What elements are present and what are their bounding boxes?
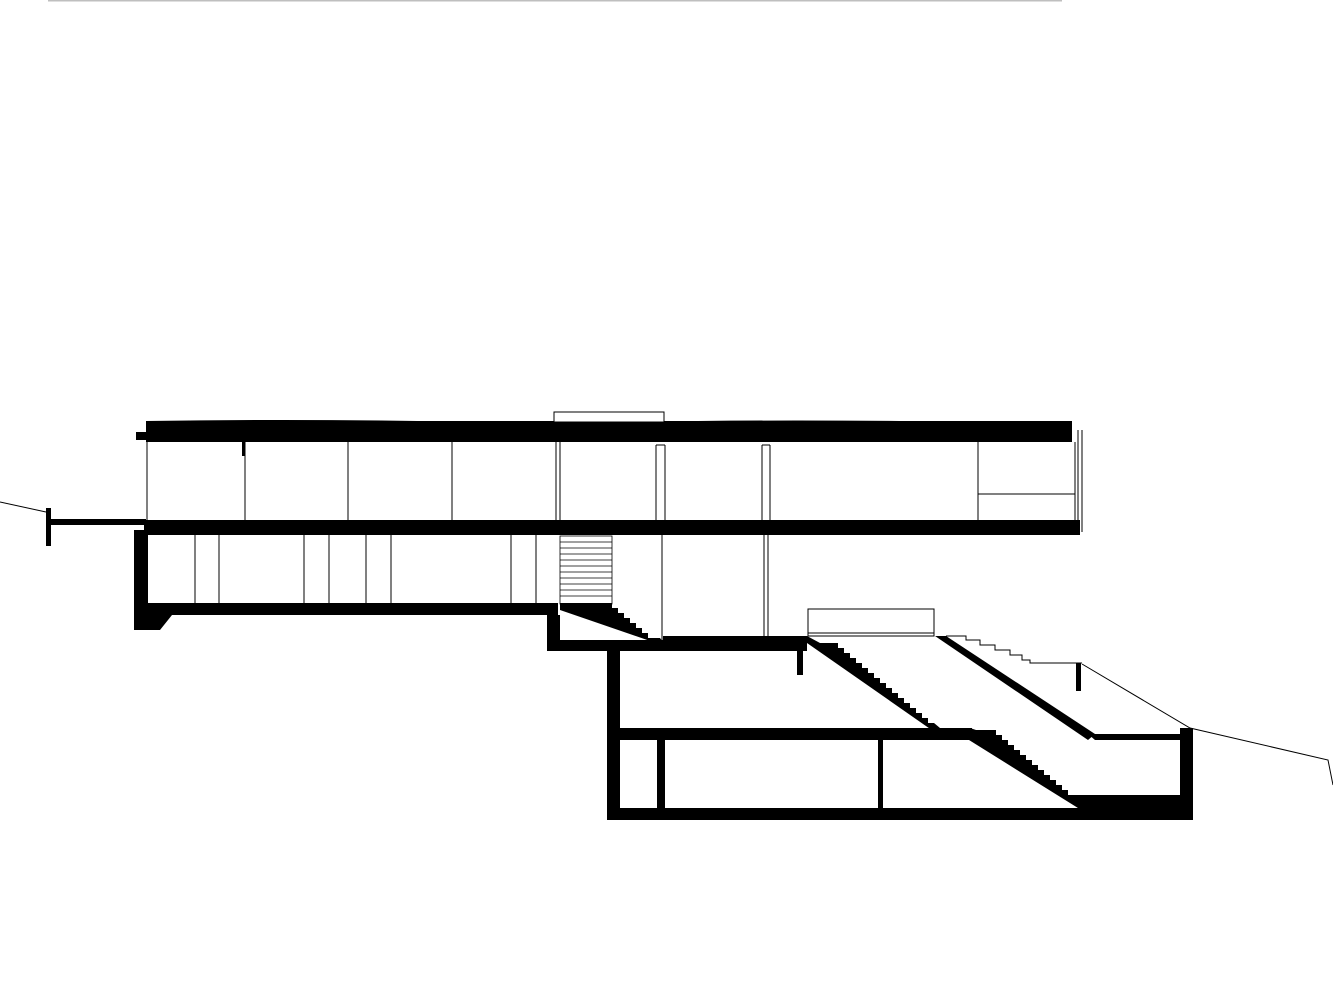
- upper-floor-slab: [144, 520, 1080, 535]
- lower-mid-slab: [620, 728, 972, 740]
- ground-floor: [134, 530, 769, 651]
- ground-floor-step-slab: [547, 615, 663, 651]
- terrain-lines: [0, 501, 1333, 786]
- ground-floor-partitions: [194, 535, 769, 640]
- terrace-parapet-left: [46, 508, 51, 546]
- roof-slab: [146, 421, 1072, 442]
- lower-column-stub: [797, 651, 803, 675]
- lower-column-2: [878, 740, 883, 808]
- stair-flight-upper: [560, 603, 663, 643]
- stair-flight-outdoor: [935, 635, 1095, 740]
- roof-eave-left: [136, 432, 148, 440]
- upper-floor-mullions: [146, 442, 1076, 520]
- stair-flight-long: [807, 636, 1078, 808]
- terrace-cantilever-left: [50, 519, 146, 525]
- ground-floor-shell: [134, 530, 558, 630]
- stair-elevation-hatch: [559, 535, 613, 605]
- upper-floor: [46, 442, 1080, 546]
- roof-skylight: [553, 411, 665, 423]
- upper-floor-column-stub: [242, 442, 245, 456]
- roof: [136, 411, 1083, 532]
- terrain-left: [0, 501, 47, 513]
- terrace-planter: [807, 608, 935, 637]
- lower-column-1: [657, 740, 665, 808]
- terrain-right-slope: [1081, 663, 1333, 786]
- lower-block: [607, 636, 1193, 820]
- retaining-wall-right: [1180, 728, 1193, 820]
- outdoor-bollard: [1076, 663, 1081, 691]
